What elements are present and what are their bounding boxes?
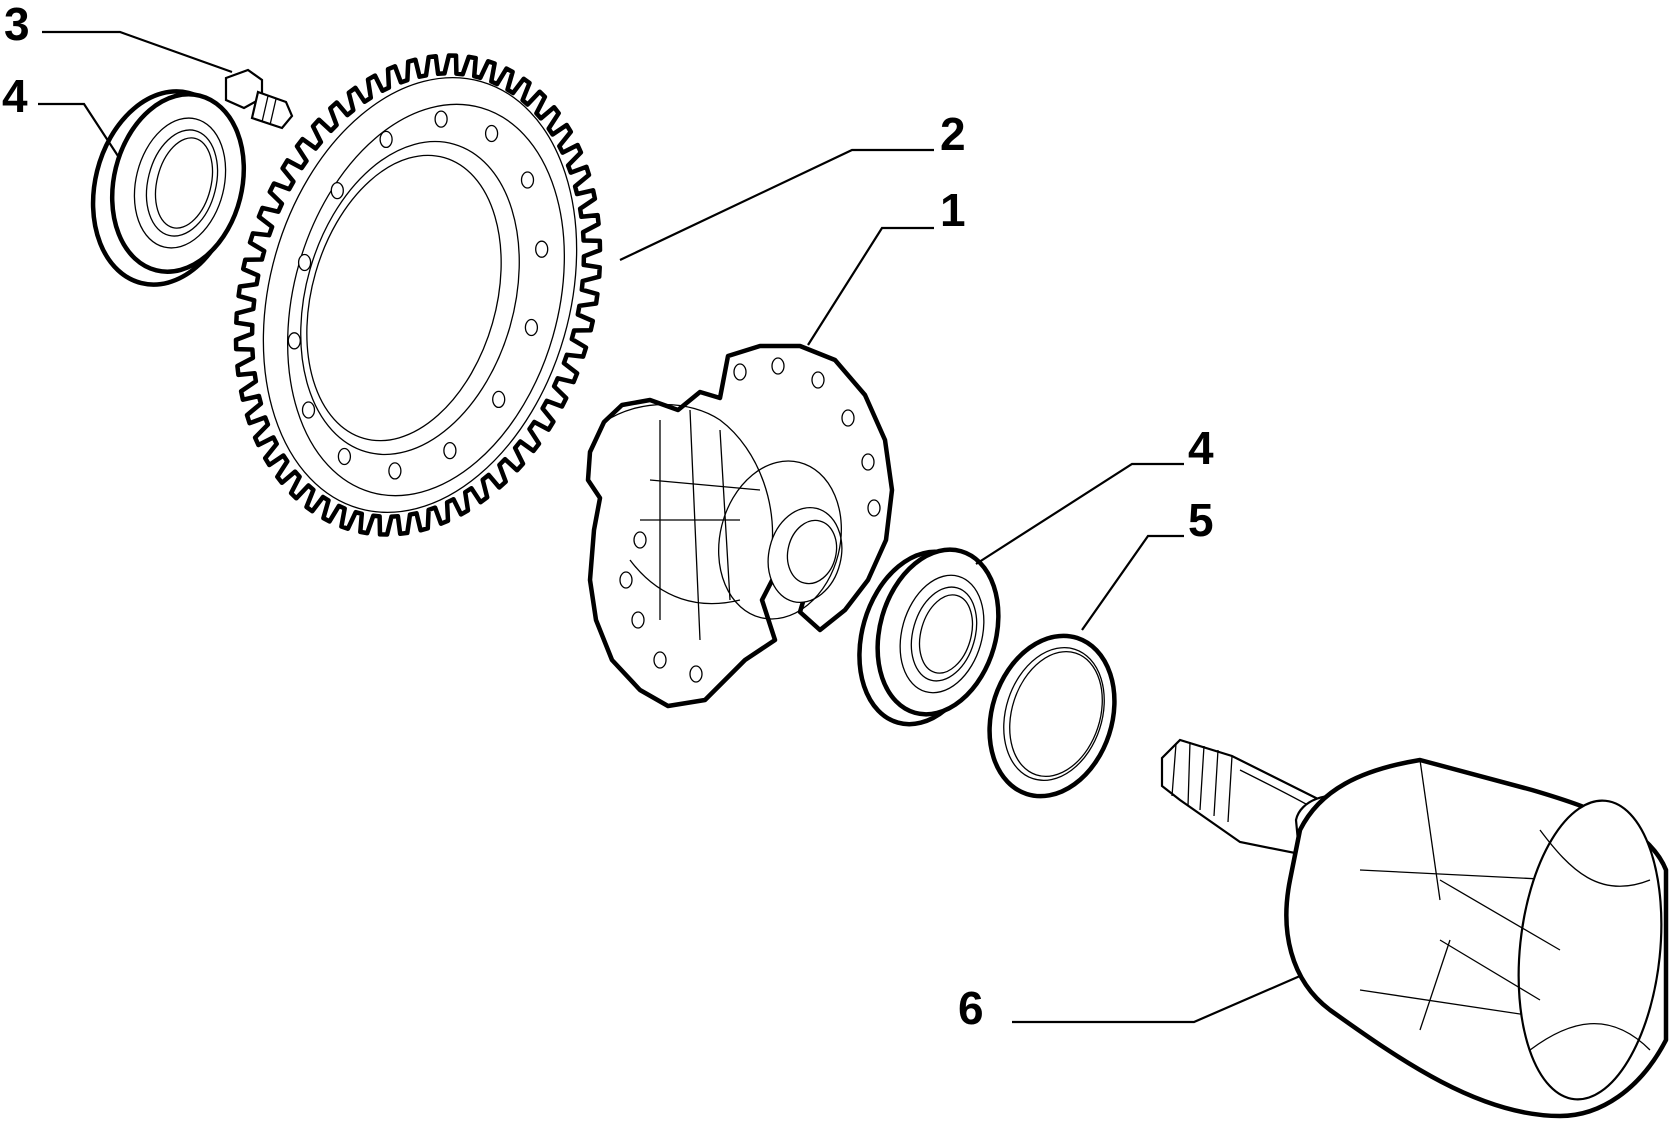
callout-5: 5: [1188, 494, 1214, 546]
callout-2: 2: [940, 108, 966, 160]
callout-6: 6: [958, 982, 984, 1034]
flange-hole: [841, 409, 855, 427]
flange-hole: [633, 531, 647, 549]
callout-1: 1: [940, 184, 966, 236]
bolt-hole: [297, 253, 312, 272]
part-3-bolt: [224, 68, 294, 130]
callout-4b: 4: [1188, 422, 1214, 474]
bolt-hole: [524, 318, 539, 337]
bolt-hole: [330, 181, 344, 200]
part-1-differential-housing: [585, 343, 895, 709]
leader-3: [42, 30, 233, 74]
bolt-hole: [301, 401, 316, 419]
bolt-hole: [535, 240, 549, 258]
flange-hole: [619, 571, 633, 589]
bolt-hole: [520, 171, 535, 189]
leader-2: [619, 148, 934, 261]
callout-4a: 4: [2, 70, 28, 122]
callout-3: 3: [4, 0, 30, 50]
flange-hole: [631, 611, 645, 629]
bolt-hole: [492, 390, 506, 409]
leader-5: [1081, 534, 1184, 631]
leader-6: [1012, 974, 1301, 1024]
flange-hole: [653, 651, 667, 669]
part-5-seal-ring: [987, 633, 1117, 799]
leader-4b: [975, 462, 1184, 565]
leader-1: [807, 226, 934, 346]
flange-hole: [861, 453, 875, 471]
leader-lines: [38, 30, 1301, 1024]
flange-hole: [689, 665, 703, 683]
flange-hole: [811, 371, 825, 389]
flange-hole: [867, 499, 881, 517]
flange-hole: [771, 357, 785, 375]
callout-labels: 3 4 2 1 4 5 6: [2, 0, 1214, 1034]
bolt-hole: [287, 332, 301, 350]
leader-4a: [38, 102, 119, 157]
flange-hole: [733, 363, 747, 381]
bolt-hole: [443, 441, 457, 460]
part-6-drive-shaft-joint: [1160, 738, 1669, 1119]
bolt-hole: [434, 110, 448, 128]
bolt-hole: [388, 462, 402, 480]
bolt-hole: [484, 124, 499, 143]
bolt-hole: [379, 130, 393, 149]
part-4-bearing-middle: [857, 547, 1001, 727]
bolt-hole: [337, 447, 352, 466]
part-4-bearing-top: [90, 89, 247, 287]
part-2-ring-gear: [233, 53, 603, 537]
